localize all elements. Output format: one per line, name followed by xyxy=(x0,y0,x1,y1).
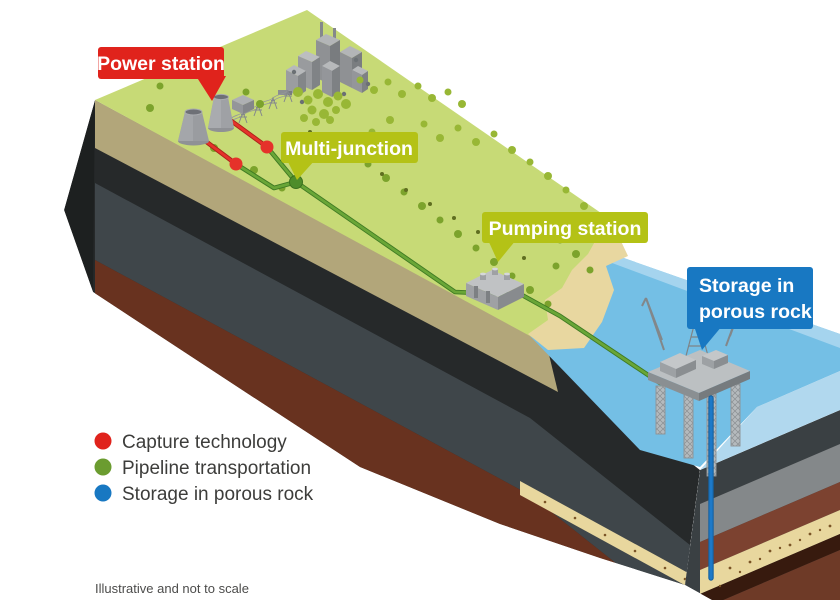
trees xyxy=(146,76,600,308)
pumping-station-label-text: Pumping station xyxy=(489,218,642,240)
legend: Capture technology Pipeline transportati… xyxy=(94,432,314,505)
label-pointer xyxy=(196,76,226,101)
vents xyxy=(480,267,510,280)
slate-layer xyxy=(95,183,700,585)
capture-legend-dot xyxy=(94,432,112,450)
station-building xyxy=(243,100,254,114)
capture-node-2 xyxy=(229,157,243,171)
legend-item-capture: Capture technology xyxy=(94,432,287,453)
left-end-cap xyxy=(64,100,95,292)
storage-label: Storage in porous rock xyxy=(687,267,813,350)
city xyxy=(278,22,371,105)
truck xyxy=(278,90,288,95)
label-pointer xyxy=(488,240,516,262)
scale-disclaimer: Illustrative and not to scale xyxy=(95,581,249,596)
storage-legend-label: Storage in porous rock xyxy=(122,484,314,505)
power-station-label: Power station xyxy=(97,47,226,101)
legend-item-storage: Storage in porous rock xyxy=(94,484,314,505)
capture-node-1 xyxy=(260,140,274,154)
grass-surface xyxy=(95,10,620,345)
legend-item-pipeline: Pipeline transportation xyxy=(94,458,311,479)
beach xyxy=(528,218,628,350)
power-station xyxy=(178,93,254,146)
rock-strata-end xyxy=(685,410,840,600)
storage-legend-dot xyxy=(94,484,112,502)
pumping-station-building xyxy=(466,267,524,310)
crane-left xyxy=(641,297,665,351)
soil-layer xyxy=(95,100,558,392)
capture-legend-label: Capture technology xyxy=(122,432,287,453)
label-pointer xyxy=(694,326,722,350)
city-shrubs xyxy=(291,57,371,105)
multi-junction-label-text: Multi-junction xyxy=(285,138,413,160)
multi-junction-label: Multi-junction xyxy=(281,132,418,180)
pumping-station-label: Pumping station xyxy=(482,212,648,262)
pipeline-legend-dot xyxy=(94,458,112,476)
rock-speckles xyxy=(543,500,687,581)
power-station-label-text: Power station xyxy=(97,53,225,75)
storage-label-text-line2: porous rock xyxy=(699,301,812,323)
storage-label-text-line1: Storage in xyxy=(699,275,794,297)
label-pointer xyxy=(287,160,315,180)
pipeline-legend-label: Pipeline transportation xyxy=(122,458,311,479)
